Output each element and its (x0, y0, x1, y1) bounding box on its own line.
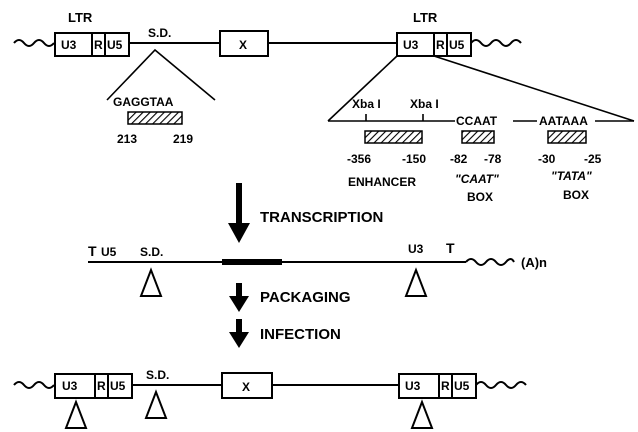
bottom-ltr-left-u5-box (107, 373, 133, 399)
polya-tail-wave (465, 258, 515, 266)
splice-site-triangle-bottom-ltr-right (410, 399, 434, 429)
cap-symbol-right: T (446, 240, 455, 256)
splice-site-triangle-bottom-ltr-left (64, 399, 88, 429)
ltr-right-r-label: R (436, 38, 445, 52)
top-provirus: LTR U3 R U5 S.D. X LTR U3 R U5 (13, 10, 522, 57)
bottom-ltr-left-u5-label: U5 (110, 379, 126, 393)
ltr-left-u5-box (104, 32, 130, 57)
tata-box-label-2: BOX (563, 188, 589, 202)
rna-sd-label: S.D. (140, 245, 163, 259)
rna-u3-label: U3 (408, 242, 424, 256)
enhancer-hatched-box (364, 130, 423, 144)
bottom-ltr-left-u3-box (54, 373, 96, 399)
ltr-right-label: LTR (413, 10, 438, 25)
flanking-dna-left-wave (13, 39, 55, 47)
polya-label: (A)n (521, 255, 547, 270)
infection-arrow-head (229, 332, 249, 348)
xba1-site-label-2: Xba I (410, 97, 439, 111)
rna-transcript: T U5 S.D. U3 T (A)n (88, 240, 547, 297)
transcription-label: TRANSCRIPTION (260, 209, 383, 226)
bottom-ltr-right-u5-box (451, 373, 477, 399)
ltr-zoom-line-left (327, 55, 398, 122)
bottom-flanking-dna-right-wave (475, 381, 527, 389)
splice-site-triangle-bottom-sd (144, 389, 168, 419)
splice-donor-start-number: 213 (117, 132, 137, 146)
infection-label: INFECTION (260, 326, 341, 343)
splice-donor-label: S.D. (148, 26, 171, 40)
splice-site-triangle-rna-left (139, 267, 163, 297)
splice-donor-zoom-triangle (106, 48, 216, 101)
bottom-ltr-right-r-label: R (441, 379, 450, 393)
bottom-ltr-left-u3-label: U3 (62, 379, 78, 393)
ltr-zoom-line-right (433, 55, 635, 122)
infection-arrow-shaft (236, 319, 242, 335)
ltr-left-label: LTR (68, 10, 93, 25)
enhancer-end-number: -150 (402, 152, 426, 166)
enhancer-start-number: -356 (347, 152, 371, 166)
bottom-gene-x-box (221, 372, 273, 399)
packaging-infection-steps: PACKAGING INFECTION (229, 283, 351, 348)
bottom-gene-x-label: X (242, 380, 250, 394)
gene-x-thick-segment (222, 259, 282, 265)
flanking-dna-right-wave (470, 39, 522, 47)
caat-hatched-box (461, 130, 495, 144)
caat-box-label-2: BOX (467, 190, 493, 204)
ltr-left-u3-label: U3 (61, 38, 77, 52)
transcription-arrow-shaft (236, 183, 242, 227)
caat-box-label-1: "CAAT" (455, 172, 499, 186)
ltr-right-u5-label: U5 (449, 38, 465, 52)
packaging-label: PACKAGING (260, 289, 351, 306)
gene-x-label: X (239, 38, 247, 52)
bottom-splice-donor-label: S.D. (146, 368, 169, 382)
tata-end-number: -25 (584, 152, 602, 166)
ltr-right-u5-box (446, 32, 472, 57)
tata-hatched-box (547, 130, 587, 144)
rna-u5-label: U5 (101, 245, 117, 259)
caat-start-number: -82 (450, 152, 468, 166)
splice-donor-hatched-box (127, 111, 183, 125)
tata-box-label-1: "TATA" (551, 169, 592, 183)
bottom-provirus: U3 R U5 S.D. X U3 R U5 (13, 368, 527, 429)
bottom-ltr-left-r-label: R (97, 379, 106, 393)
bottom-flanking-dna-left-wave (13, 381, 55, 389)
tata-start-number: -30 (538, 152, 556, 166)
ccaat-sequence: CCAAT (456, 114, 498, 128)
splice-site-triangle-rna-right (404, 267, 428, 297)
transcription-step: TRANSCRIPTION (228, 183, 383, 243)
splice-donor-expansion: GAGGTAA 213 219 (106, 48, 216, 146)
enhancer-label: ENHANCER (348, 175, 416, 189)
bottom-ltr-right-u3-label: U3 (405, 379, 421, 393)
bottom-ltr-right-u3-box (398, 373, 440, 399)
ltr-expansion: Xba I Xba I CCAAT AATAAA -356 -150 -82 -… (327, 55, 635, 204)
xba1-site-label-1: Xba I (352, 97, 381, 111)
ltr-left-u5-label: U5 (107, 38, 123, 52)
caat-end-number: -78 (484, 152, 502, 166)
bottom-ltr-right-u5-label: U5 (454, 379, 470, 393)
packaging-arrow-head (229, 296, 249, 312)
ltr-right-u3-label: U3 (403, 38, 419, 52)
aataaa-sequence: AATAAA (539, 114, 588, 128)
cap-symbol-left: T (88, 243, 97, 259)
transcription-arrow-head (228, 223, 250, 243)
packaging-arrow-shaft (236, 283, 242, 299)
splice-donor-end-number: 219 (173, 132, 193, 146)
splice-donor-sequence: GAGGTAA (113, 95, 174, 109)
ltr-left-r-label: R (94, 38, 103, 52)
